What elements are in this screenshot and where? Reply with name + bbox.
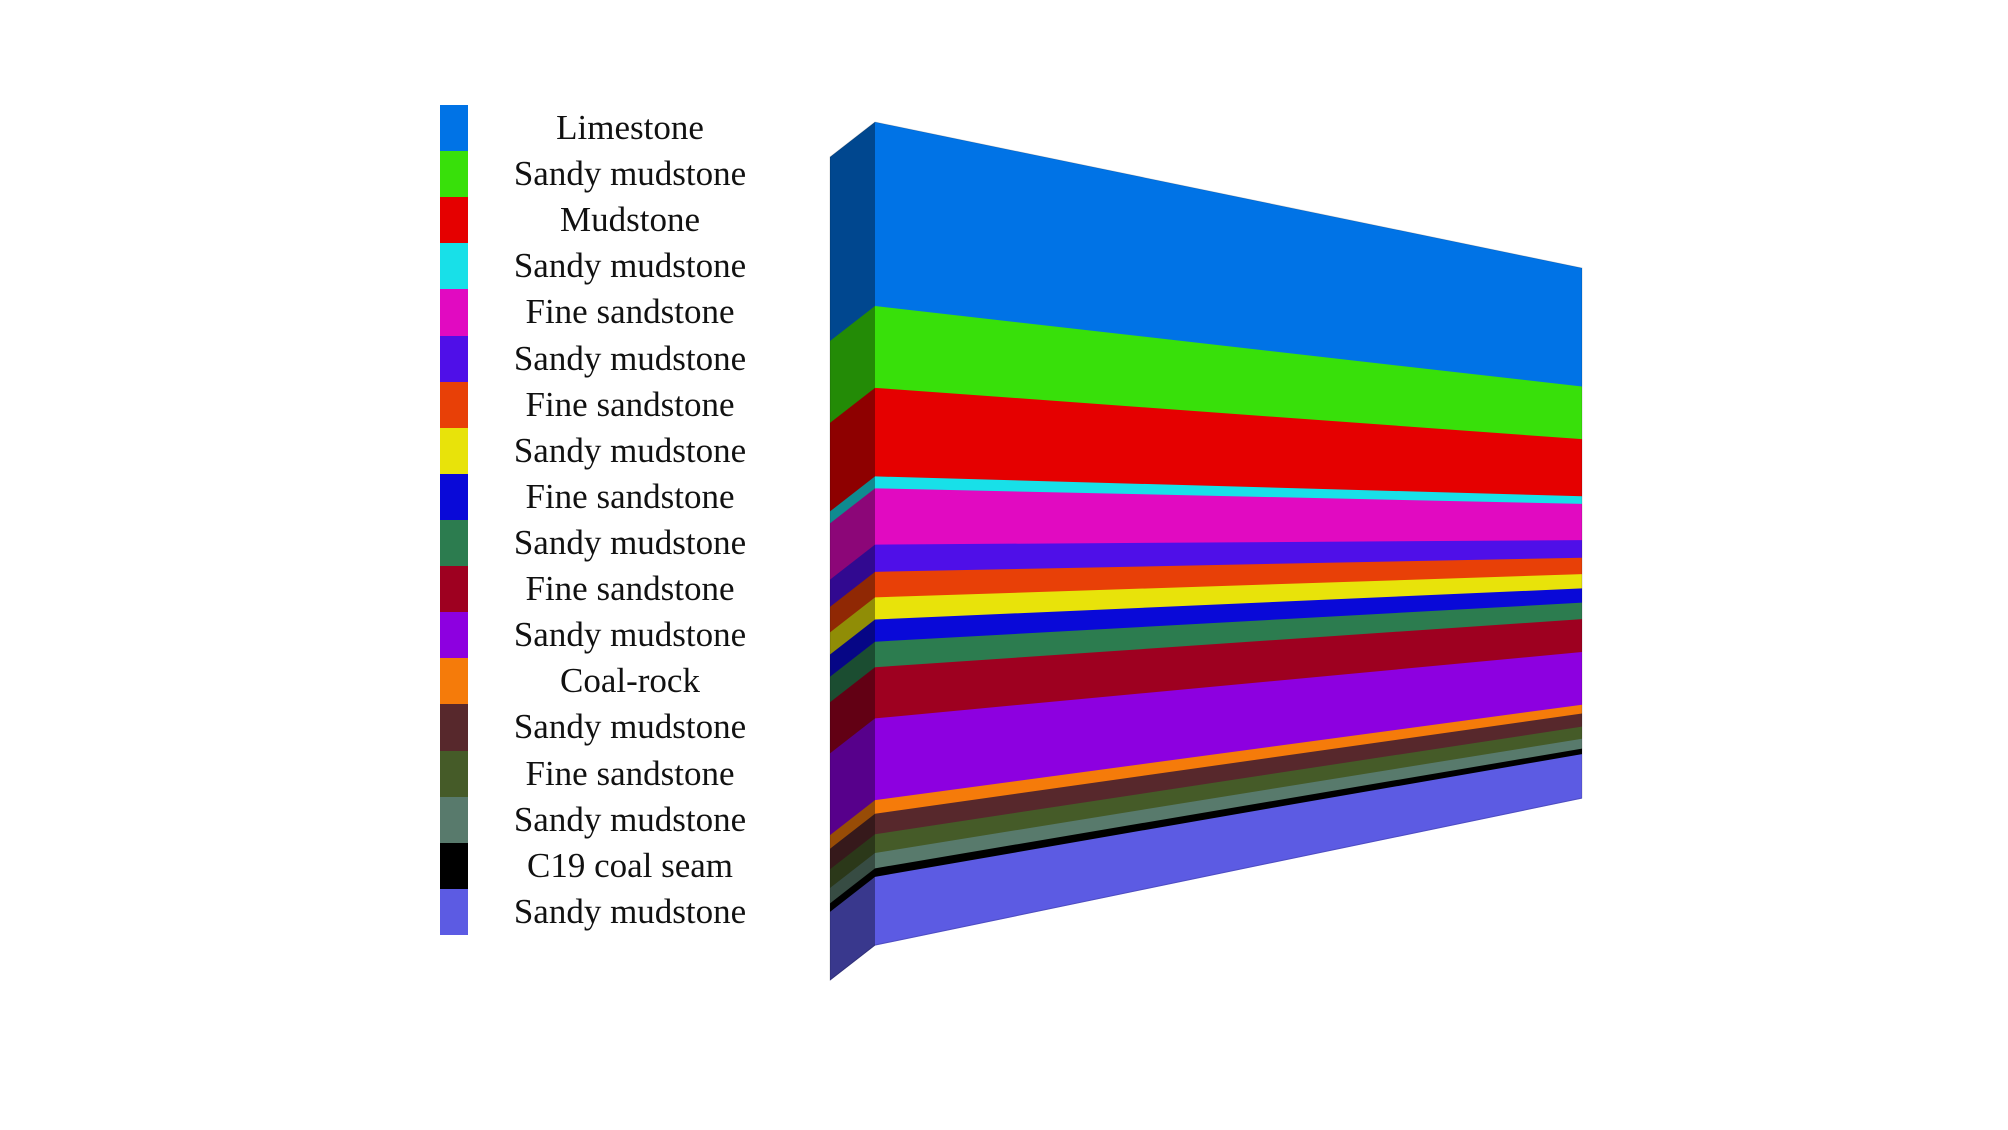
- legend-swatch: [440, 243, 468, 290]
- legend-item: Mudstone: [440, 197, 820, 244]
- layer-front-band: [875, 704, 1582, 815]
- layer-side-band: [830, 619, 875, 678]
- legend-swatch: [440, 704, 468, 752]
- layer-side-band: [830, 868, 875, 913]
- block-front-face: [875, 122, 1582, 946]
- legend-label: Sandy mudstone: [513, 891, 747, 931]
- legend-item: Coal-rock: [440, 658, 820, 705]
- layer-side-band: [830, 571, 875, 633]
- legend-swatch: [440, 750, 468, 798]
- layer-front-band: [875, 387, 1582, 497]
- layer-front-band: [875, 588, 1582, 643]
- legend-item: Sandy mudstone: [440, 704, 820, 752]
- legend-item: Limestone: [440, 105, 820, 152]
- legend-item: Sandy mudstone: [440, 520, 820, 567]
- legend-swatch: [440, 381, 468, 429]
- layer-front-band: [875, 652, 1582, 801]
- legend-swatch: [440, 335, 468, 383]
- layer-front-band: [875, 619, 1582, 719]
- layer-front-band: [875, 748, 1582, 878]
- layer-front-band: [875, 557, 1582, 598]
- layer-side-band: [830, 852, 875, 904]
- layer-front-band: [875, 574, 1582, 621]
- legend-item: Sandy mudstone: [440, 243, 820, 290]
- layer-side-band: [830, 718, 875, 836]
- layer-side-band: [830, 813, 875, 870]
- legend-item: Sandy mudstone: [440, 335, 820, 383]
- legend-item: Fine sandstone: [440, 566, 820, 613]
- legend-item: Fine sandstone: [440, 473, 820, 521]
- legend-label: Sandy mudstone: [513, 615, 747, 655]
- legend-swatch: [440, 566, 468, 613]
- legend-item: Sandy mudstone: [440, 151, 820, 198]
- block-side-face: [830, 122, 875, 981]
- legend-swatch: [440, 427, 468, 475]
- legend-label: Sandy mudstone: [513, 430, 747, 470]
- layer-side-band: [830, 544, 875, 608]
- legend-label: Limestone: [556, 108, 704, 147]
- legend-label: Sandy mudstone: [513, 338, 747, 378]
- legend-label: Sandy mudstone: [513, 707, 747, 747]
- layer-side-band: [830, 476, 875, 524]
- layer-front-band: [875, 476, 1582, 505]
- legend-label: Sandy mudstone: [513, 799, 747, 839]
- legend-item: Sandy mudstone: [440, 888, 820, 936]
- legend-swatch: [440, 658, 468, 705]
- legend-swatch: [440, 842, 468, 890]
- legend-label: Coal-rock: [560, 661, 700, 701]
- legend-label: Sandy mudstone: [513, 523, 747, 562]
- legend-swatch: [440, 520, 468, 567]
- legend-item: Fine sandstone: [440, 289, 820, 337]
- layer-side-band: [830, 122, 875, 342]
- legend-swatch: [440, 289, 468, 337]
- layer-side-band: [830, 876, 875, 981]
- legend-label: Fine sandstone: [525, 384, 735, 424]
- legend-item: C19 coal seam: [440, 842, 820, 890]
- layer-front-band: [875, 754, 1582, 946]
- layer-front-band: [875, 122, 1582, 388]
- layer-side-band: [830, 597, 875, 656]
- layer-front-band: [875, 540, 1582, 573]
- layer-side-band: [830, 800, 875, 850]
- layer-front-band: [875, 602, 1582, 668]
- layer-front-band: [875, 713, 1582, 835]
- legend-item: Sandy mudstone: [440, 796, 820, 844]
- layer-side-band: [830, 306, 875, 424]
- legend-swatch: [440, 151, 468, 198]
- layer-side-band: [830, 834, 875, 889]
- legend-label: C19 coal seam: [526, 845, 734, 885]
- legend-label: Sandy mudstone: [513, 154, 747, 194]
- legend-item: Fine sandstone: [440, 381, 820, 429]
- block-outline: [829, 121, 1583, 982]
- layer-front-band: [875, 488, 1582, 546]
- legend-swatch: [440, 796, 468, 844]
- legend-label: Mudstone: [560, 200, 700, 240]
- legend-label: Fine sandstone: [525, 569, 735, 609]
- layer-side-band: [830, 488, 875, 581]
- legend-swatch: [440, 105, 468, 152]
- layer-front-band: [875, 738, 1582, 869]
- legend-label: Sandy mudstone: [513, 246, 747, 286]
- layer-side-band: [830, 387, 875, 513]
- legend-swatch: [440, 197, 468, 244]
- legend-label: Fine sandstone: [525, 753, 735, 793]
- legend-swatch: [440, 888, 468, 936]
- legend-item: Fine sandstone: [440, 750, 820, 798]
- layer-front-band: [875, 306, 1582, 440]
- legend-item: Sandy mudstone: [440, 427, 820, 475]
- layer-front-band: [875, 726, 1582, 854]
- legend-label: Fine sandstone: [525, 476, 735, 516]
- legend-item: Sandy mudstone: [440, 612, 820, 659]
- legend-swatch: [440, 473, 468, 521]
- legend-label: Fine sandstone: [525, 292, 735, 332]
- layer-side-band: [830, 667, 875, 754]
- legend-swatch: [440, 612, 468, 659]
- layer-side-band: [830, 641, 875, 703]
